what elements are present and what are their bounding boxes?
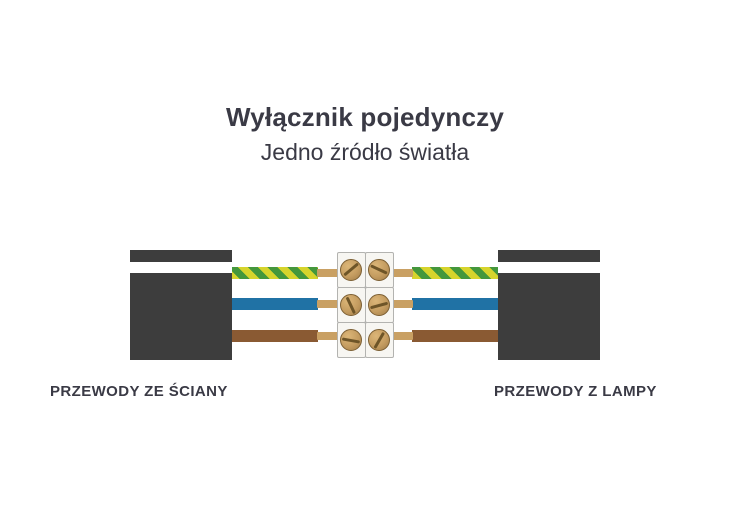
bare-copper-tip	[392, 269, 413, 277]
terminal-cell	[364, 286, 394, 324]
neutral-wire-left	[230, 298, 318, 310]
terminal-screw-icon	[368, 293, 390, 316]
terminal-screw-icon	[340, 258, 362, 281]
terminal-screw-icon	[368, 329, 390, 352]
terminal-cell	[364, 251, 394, 288]
live-wire-left	[230, 330, 318, 342]
bare-copper-tip	[392, 300, 413, 308]
cable-stripe	[498, 262, 600, 273]
terminal-screw-icon	[340, 293, 362, 316]
terminal-cell	[336, 322, 366, 359]
cable-stripe	[130, 262, 232, 273]
bare-copper-tip	[317, 300, 338, 308]
terminal-screw-icon	[368, 258, 390, 281]
bare-copper-tip	[317, 269, 338, 277]
terminal-cell	[336, 286, 366, 324]
page-subtitle: Jedno źródło światła	[260, 139, 470, 165]
bare-copper-tip	[317, 332, 338, 340]
neutral-wire-right	[412, 298, 500, 310]
terminal-screw-icon	[340, 329, 362, 352]
terminal-cell	[336, 251, 366, 288]
lamp-cable-sheath	[498, 250, 600, 360]
ground-wire-right	[412, 267, 500, 279]
lamp-wires-label: PRZEWODY Z LAMPY	[494, 383, 657, 400]
terminal-cell	[364, 322, 394, 359]
terminal-connector-block	[336, 251, 394, 359]
bare-copper-tip	[392, 332, 413, 340]
live-wire-right	[412, 330, 500, 342]
wall-cable-sheath	[130, 250, 232, 360]
wall-wires-label: PRZEWODY ZE ŚCIANY	[50, 383, 228, 400]
page-title: Wyłącznik pojedynczy	[225, 102, 505, 132]
ground-wire-left	[230, 267, 318, 279]
